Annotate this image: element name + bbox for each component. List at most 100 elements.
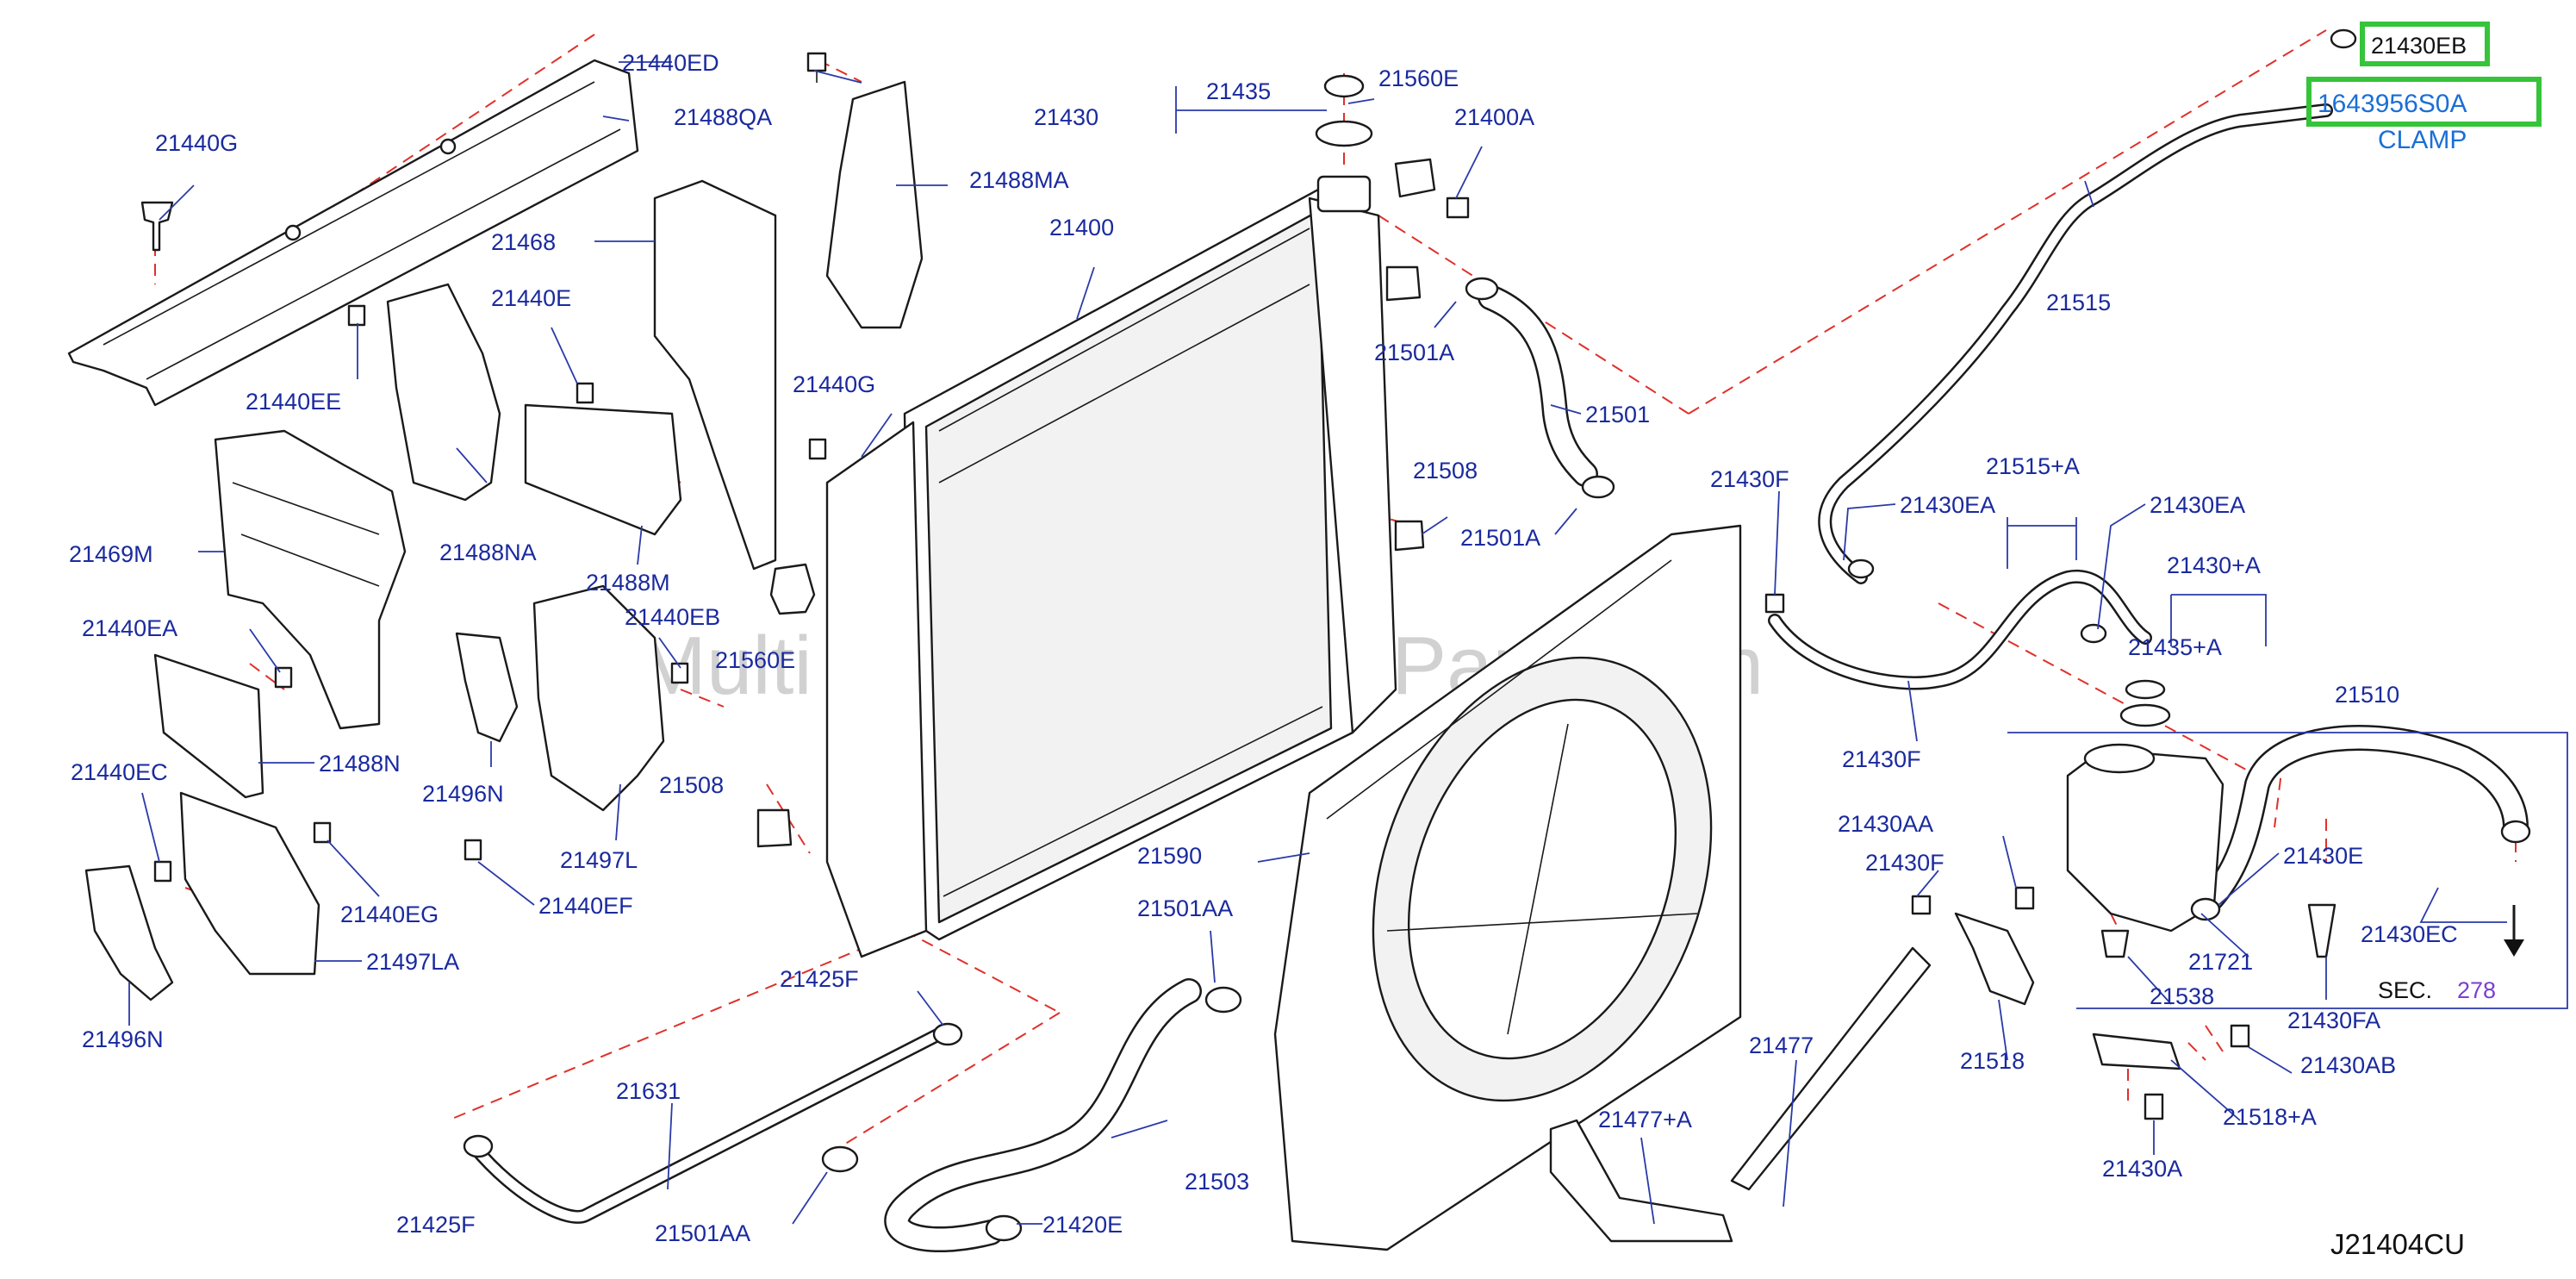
callout-label[interactable]: 21477 [1749,1033,1814,1058]
callout-label[interactable]: 21430AA [1838,811,1933,837]
callout-label[interactable]: 21430F [1865,850,1944,876]
upper-hose-21501 [1478,284,1598,487]
callout-label[interactable]: 21435+A [2128,634,2222,660]
fan-shroud-21590 [1273,524,1742,1251]
callout-label[interactable]: 21631 [616,1078,681,1104]
callout-label[interactable]: 21560E [1378,66,1459,91]
section-reference: SEC. 278 [2378,905,2524,1003]
callout-label[interactable]: 21508 [659,772,724,798]
callout-label[interactable]: 21515 [2046,290,2111,315]
callout-label[interactable]: 21488M [586,570,670,596]
seal-21488n [153,653,264,799]
callout-label[interactable]: 21430F [1710,466,1789,492]
reservoir-hose-21515a [1768,569,2152,690]
callout-label[interactable]: 21440E [491,285,571,311]
callout-label[interactable]: 21430+A [2167,552,2261,578]
bolt-21400a [1446,197,1470,219]
callout-label[interactable]: 21488N [319,751,401,777]
highlight-box-callout [2360,22,2490,66]
bracket-21518a [2092,1033,2181,1070]
callout-label[interactable]: 21430EA [1900,492,1995,518]
callout-label[interactable]: 21590 [1137,843,1202,869]
overflow-hose-21510 [2193,725,2529,918]
side-seal-21488ma [825,80,924,329]
callout-label[interactable]: 21430A [2102,1156,2182,1182]
callout-label[interactable]: 21430FA [2287,1008,2380,1033]
bolt-21440ed [806,52,827,83]
callout-label[interactable]: 21508 [1413,458,1478,484]
callout-label[interactable]: 21501AA [1137,895,1233,921]
bracket-21518 [1954,912,2035,1006]
callout-label[interactable]: 21468 [491,229,556,255]
leader-lines [128,61,2507,1225]
callout-label[interactable]: 21469M [69,541,153,567]
callout-label[interactable]: 21430 [1034,104,1098,130]
callout-label[interactable]: 21497L [560,847,638,873]
callout-label[interactable]: 21440EE [246,389,341,415]
callout-label[interactable]: 21501A [1374,340,1454,365]
callout-label[interactable]: 21400A [1454,104,1534,130]
callout-label[interactable]: 21430EC [2361,921,2458,947]
callout-label[interactable]: 21497LA [366,949,459,975]
highlight-part-name: CLAMP [2378,126,2467,154]
seal-21488m [524,403,682,536]
callout-label[interactable]: 21430E [2283,843,2363,869]
callout-label[interactable]: 21400 [1049,215,1114,240]
callout-label[interactable]: 21430AB [2300,1052,2396,1078]
callout-label[interactable]: 21440ED [622,50,719,76]
callout-label[interactable]: 21503 [1185,1169,1249,1195]
callout-label[interactable]: 21440EA [82,615,177,641]
callout-label[interactable]: 21721 [2188,949,2253,975]
callout-label[interactable]: 21425F [396,1212,476,1238]
seal-21497l [532,584,665,812]
diagram-code: J21404CU [2330,1228,2465,1260]
callout-label[interactable]: 21440EB [625,604,720,630]
callout-label[interactable]: 21430EA [2150,492,2245,518]
reservoir-tank-21721 [2066,743,2224,958]
callout-label[interactable]: 21515+A [1986,453,2080,479]
highlight-callout-label[interactable]: 21430EB [2371,33,2467,59]
callout-label[interactable]: 21425F [780,966,859,992]
seal-21497la [179,791,320,976]
group-boxes [1175,86,2568,1009]
side-panel-21469m [214,429,407,730]
callout-label[interactable]: 21538 [2150,983,2214,1009]
hose-clamps [463,28,2531,1242]
callout-label[interactable]: 21440EC [71,759,168,785]
small-parts-right [1764,593,2336,1120]
callout-label[interactable]: 21488QA [674,104,772,130]
callout-label[interactable]: 21420E [1042,1212,1123,1238]
callout-label[interactable]: 21430F [1842,746,1921,772]
callout-label[interactable]: 21440EG [340,902,439,927]
upper-radiator-cover [67,59,639,407]
side-seal-21468 [653,179,777,571]
callout-label[interactable]: 21496N [82,1026,164,1052]
callout-label[interactable]: 21440G [155,130,238,156]
seal-21496n-lower [84,864,174,1001]
callout-label[interactable]: 21501A [1460,525,1540,551]
callout-label[interactable]: 21518 [1960,1048,2025,1074]
clip-21440g [140,201,174,252]
section-number-link[interactable]: 278 [2457,977,2496,1003]
callout-label[interactable]: 21518+A [2223,1104,2317,1130]
highlight-part-number[interactable]: 1643956S0A [2318,90,2467,118]
highlight-box-part-number [2306,77,2542,127]
callout-label[interactable]: 21440EF [538,893,633,919]
callout-label[interactable]: 21501AA [655,1220,750,1246]
small-bolts-left [153,304,827,883]
callout-label[interactable]: 21510 [2335,682,2399,708]
callout-label[interactable]: 21560E [715,647,795,673]
seal-21496n-upper [455,632,519,743]
reservoir-hose-21515 [1818,103,2333,584]
callout-label[interactable]: 21496N [422,781,504,807]
callout-label[interactable]: 21440G [793,371,875,397]
callout-label[interactable]: 21435 [1206,78,1271,104]
callout-label[interactable]: 21488NA [439,540,537,565]
callout-label[interactable]: 21488MA [969,167,1069,193]
callout-label[interactable]: 21477+A [1598,1107,1692,1132]
radiator-21400 [825,175,1397,958]
radiator-cap-21430 [1315,74,1373,147]
callout-label[interactable]: 21501 [1585,402,1650,427]
callout-labels: 21440ED 21488QA 21440G 21468 21440E 2144… [69,50,2458,1246]
